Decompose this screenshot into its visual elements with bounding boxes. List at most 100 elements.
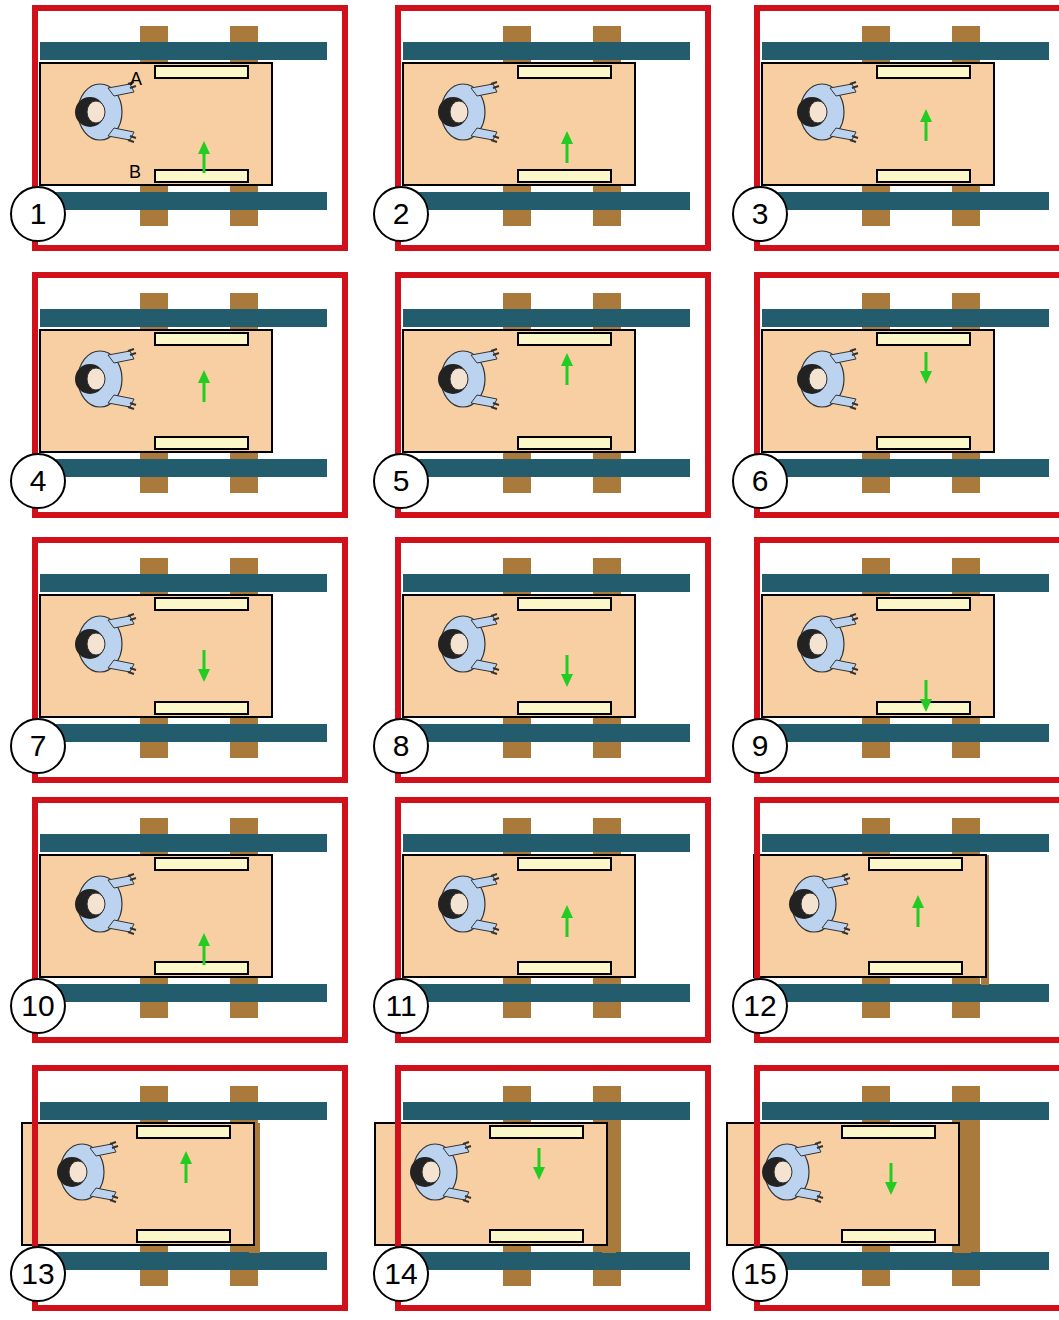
person-feet — [128, 874, 136, 934]
panel-11 — [398, 800, 708, 1040]
panel-1 — [35, 8, 345, 248]
motion-arrow — [566, 364, 569, 385]
person-head — [75, 97, 105, 127]
person-head — [438, 889, 468, 919]
panel-frame — [757, 540, 1059, 780]
person-legs — [830, 616, 856, 672]
callout-number: 8 — [393, 731, 410, 761]
callout-circle: 14 — [373, 1246, 429, 1302]
motion-arrow — [566, 916, 569, 937]
person-face — [87, 633, 105, 655]
panel-10 — [35, 800, 345, 1040]
panel-4 — [35, 275, 345, 515]
person-legs — [443, 1144, 469, 1200]
person-head — [410, 1157, 440, 1187]
panel-6 — [757, 275, 1059, 515]
seat-b — [518, 702, 611, 714]
rail — [403, 192, 690, 210]
callout-number: 2 — [393, 199, 410, 229]
panel-frame — [398, 275, 708, 515]
seat-b — [518, 962, 611, 974]
cart-platform — [403, 330, 635, 452]
person-feet — [110, 1142, 118, 1202]
callout-circle: 6 — [732, 453, 788, 509]
cart-platform — [762, 595, 994, 717]
arrow-head — [533, 1167, 545, 1180]
person-face — [809, 101, 827, 123]
person-legs — [795, 1144, 821, 1200]
callout-circle: 10 — [10, 978, 66, 1034]
callout-circle: 9 — [732, 718, 788, 774]
rail — [762, 309, 1049, 327]
person-feet — [491, 349, 499, 409]
motion-arrow — [203, 944, 206, 965]
cart-platform — [403, 595, 635, 717]
panel-7 — [35, 540, 345, 780]
panel-frame — [757, 1068, 1059, 1308]
person-legs — [108, 351, 134, 407]
panel-frame — [35, 540, 345, 780]
seat-a — [155, 333, 248, 345]
panel-frame — [35, 1068, 345, 1308]
callout-number: 12 — [743, 991, 776, 1021]
callout-circle: 3 — [732, 186, 788, 242]
rail — [762, 834, 1049, 852]
seat-a — [842, 1126, 935, 1138]
arrow-head — [198, 669, 210, 682]
cart-platform — [727, 1123, 959, 1245]
person-head — [797, 364, 827, 394]
panel-3 — [757, 8, 1059, 248]
callout-number: 6 — [752, 466, 769, 496]
person-feet — [491, 874, 499, 934]
person-head — [75, 629, 105, 659]
cart-platform — [375, 1123, 607, 1245]
rail — [40, 42, 327, 60]
person-legs — [822, 876, 848, 932]
panel-frame — [35, 8, 345, 248]
person-feet — [491, 614, 499, 674]
person-face — [450, 368, 468, 390]
arrow-head — [561, 353, 573, 366]
cart-platform — [754, 855, 986, 977]
person-head — [762, 1157, 792, 1187]
rail — [403, 984, 690, 1002]
person-head — [789, 889, 819, 919]
seat-b — [155, 962, 248, 974]
rail — [403, 459, 690, 477]
person-face — [450, 893, 468, 915]
callout-circle: 12 — [732, 978, 788, 1034]
seat-a — [155, 598, 248, 610]
seat-a — [490, 1126, 583, 1138]
rail — [403, 834, 690, 852]
arrow-head — [198, 370, 210, 383]
person-feet — [815, 1142, 823, 1202]
rail — [403, 1102, 690, 1120]
arrow-head — [920, 699, 932, 712]
person-head — [438, 629, 468, 659]
person-face — [809, 368, 827, 390]
seat-b — [490, 1230, 583, 1242]
person-face — [801, 893, 819, 915]
callout-circle: 4 — [10, 453, 66, 509]
rail — [762, 724, 1049, 742]
seat-a — [518, 598, 611, 610]
person-feet — [128, 614, 136, 674]
rail — [762, 574, 1049, 592]
seat-a — [877, 333, 970, 345]
person-face — [87, 368, 105, 390]
person-feet — [128, 349, 136, 409]
person-face — [809, 633, 827, 655]
cart-platform — [762, 63, 994, 185]
rail — [40, 1252, 327, 1270]
cart-platform — [403, 63, 635, 185]
seat-a — [877, 66, 970, 78]
motion-arrow — [566, 142, 569, 163]
seat-a — [137, 1126, 230, 1138]
rail — [40, 574, 327, 592]
person-face — [450, 633, 468, 655]
panel-frame — [35, 800, 345, 1040]
seat-b — [842, 1230, 935, 1242]
rail — [40, 984, 327, 1002]
seat-label: B — [129, 163, 141, 181]
seat-a — [518, 66, 611, 78]
